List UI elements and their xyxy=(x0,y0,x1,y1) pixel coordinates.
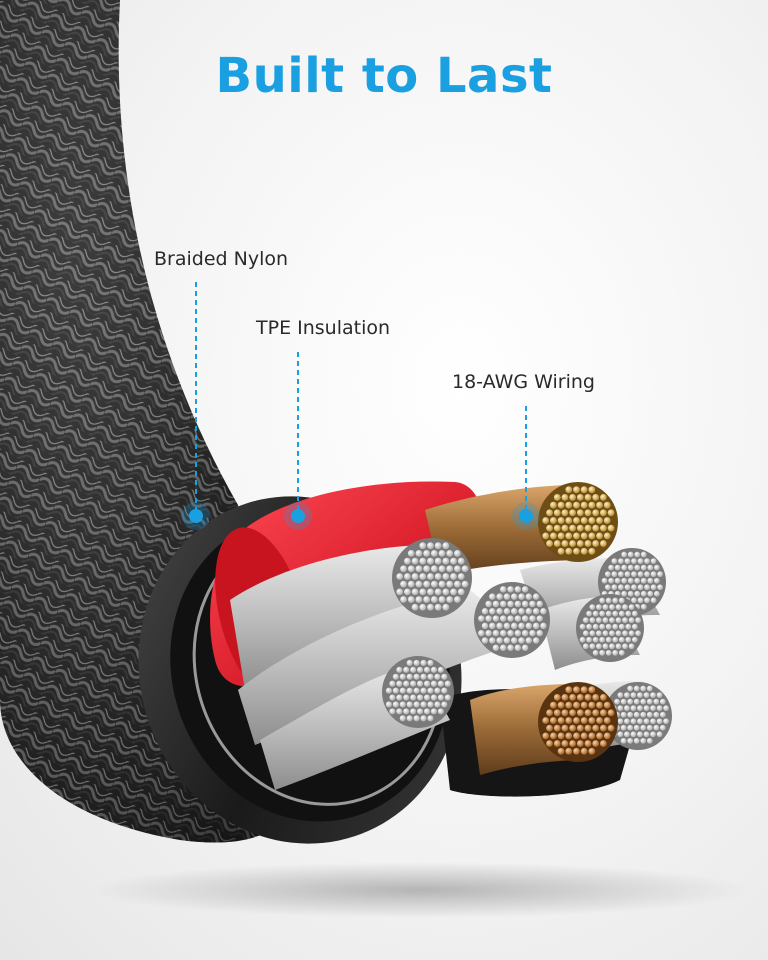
strand-end-faces xyxy=(382,482,672,762)
awg-wiring-marker-dot xyxy=(519,509,533,523)
callout-label-awg-wiring: 18-AWG Wiring xyxy=(452,371,595,393)
braided-nylon-marker-dot xyxy=(189,509,203,523)
gold-strand-face xyxy=(538,482,618,562)
callout-label-braided-nylon: Braided Nylon xyxy=(154,248,289,270)
silver-strand-face xyxy=(576,594,644,662)
tpe-insulation-marker-dot xyxy=(291,509,305,523)
silver-strand-face xyxy=(392,538,472,618)
copper-strand-face xyxy=(538,682,618,762)
headline-title: Built to Last xyxy=(215,48,553,104)
silver-strand-face xyxy=(474,582,550,658)
callout-leaders xyxy=(195,282,527,514)
floor-shadow xyxy=(90,862,750,918)
callout-markers xyxy=(182,502,540,530)
silver-strand-face xyxy=(382,656,454,728)
callout-label-tpe-insulation: TPE Insulation xyxy=(256,317,391,339)
silver-strand-face xyxy=(604,682,672,750)
